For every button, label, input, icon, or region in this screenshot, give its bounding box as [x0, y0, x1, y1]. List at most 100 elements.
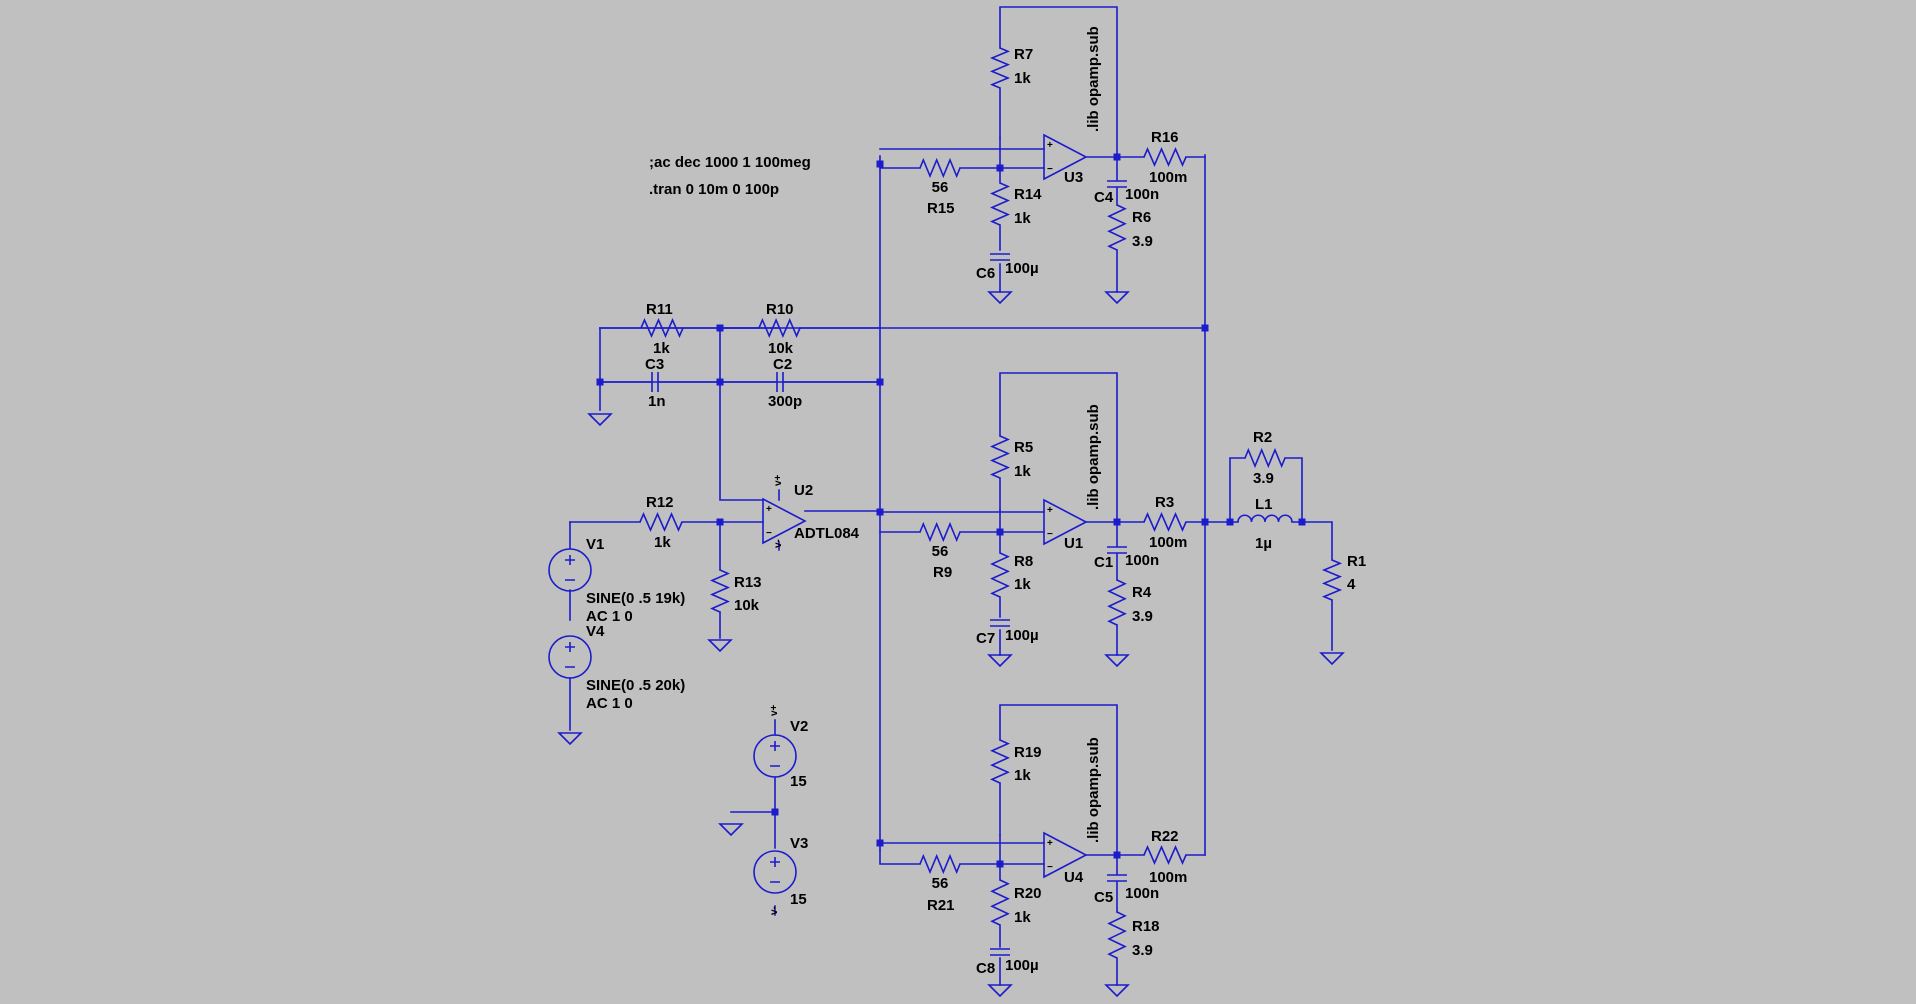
- value-r7: 1k: [1014, 70, 1031, 87]
- resistor-r22[interactable]: [1143, 845, 1187, 865]
- label-v3: V3: [790, 835, 808, 852]
- junction-dot: [876, 508, 884, 516]
- capacitor-c5[interactable]: [1107, 874, 1127, 882]
- net-vminus-u2: v-: [773, 539, 784, 548]
- label-c1: C1: [1094, 554, 1113, 571]
- capacitor-c7[interactable]: [990, 619, 1010, 627]
- opamp-plus-pin: +: [766, 504, 772, 515]
- opamp-minus-pin: −: [1047, 164, 1053, 175]
- opamp-u2-model: ADTL084: [794, 525, 860, 542]
- resistor-r14[interactable]: [990, 182, 1010, 226]
- label-r16: R16: [1151, 129, 1179, 146]
- resistor-r5[interactable]: [990, 435, 1010, 479]
- label-r15: R15: [927, 200, 955, 217]
- opamp-u2[interactable]: +−: [762, 497, 807, 545]
- lib-directive-u1: .lib opamp.sub: [1085, 404, 1102, 510]
- net-vplus-u2: v+: [773, 474, 784, 486]
- ground-c3: [587, 413, 613, 427]
- label-r8: R8: [1014, 553, 1033, 570]
- value-r13: 10k: [734, 597, 760, 614]
- capacitor-c4[interactable]: [1107, 180, 1127, 188]
- junction-dot: [716, 324, 724, 332]
- label-r18: R18: [1132, 918, 1160, 935]
- resistor-r20[interactable]: [990, 879, 1010, 926]
- resistor-r7[interactable]: [989, 47, 1011, 89]
- label-r7: R7: [1014, 46, 1033, 63]
- ac-v4: AC 1 0: [586, 695, 633, 712]
- label-r9: R9: [933, 564, 952, 581]
- capacitor-c6[interactable]: [990, 253, 1010, 261]
- opamp-u3[interactable]: +−: [1043, 133, 1088, 181]
- lib-directive-u3: .lib opamp.sub: [1085, 26, 1102, 132]
- capacitor-c3[interactable]: [651, 372, 659, 392]
- resistor-r15[interactable]: [919, 157, 961, 179]
- voltage-source-v1[interactable]: [548, 548, 592, 592]
- capacitor-c8[interactable]: [990, 948, 1010, 956]
- resistor-r16[interactable]: [1143, 147, 1187, 167]
- value-r4: 3.9: [1132, 608, 1153, 625]
- opamp-u4[interactable]: +−: [1043, 831, 1088, 879]
- resistor-r21[interactable]: [919, 853, 961, 875]
- junction-dot: [596, 378, 604, 386]
- resistor-r19[interactable]: [990, 739, 1010, 784]
- label-r6: R6: [1132, 209, 1151, 226]
- net-vminus-v3: v-: [769, 906, 780, 915]
- inductor-l1[interactable]: [1237, 514, 1293, 523]
- opamp-plus-pin: +: [1047, 505, 1053, 516]
- value-r10: 10k: [768, 340, 794, 357]
- label-r3: R3: [1155, 494, 1174, 511]
- value-r14: 1k: [1014, 210, 1031, 227]
- resistor-r12[interactable]: [639, 512, 683, 532]
- junction-dot: [1113, 153, 1121, 161]
- label-r2: R2: [1253, 429, 1272, 446]
- opamp-u1[interactable]: +−: [1043, 498, 1088, 546]
- value-c5: 100n: [1125, 885, 1159, 902]
- ac-v1: AC 1 0: [586, 608, 633, 625]
- ground-r13: [707, 639, 733, 653]
- resistor-r9[interactable]: [919, 521, 961, 543]
- label-v4: V4: [586, 623, 605, 640]
- junction-dot: [876, 378, 884, 386]
- voltage-source-v4[interactable]: [548, 635, 592, 679]
- resistor-r8[interactable]: [990, 552, 1010, 598]
- value-v4: SINE(0 .5 20k): [586, 677, 685, 694]
- resistor-r2[interactable]: [1244, 447, 1286, 469]
- resistor-r10[interactable]: [758, 317, 801, 339]
- resistor-r18[interactable]: [1107, 911, 1127, 959]
- resistor-r13[interactable]: [710, 569, 730, 613]
- value-c6: 100µ: [1005, 260, 1039, 277]
- opamp-minus-pin: −: [1047, 529, 1053, 540]
- junction-dot: [996, 164, 1004, 172]
- junction-dot: [876, 160, 884, 168]
- label-r14: R14: [1014, 186, 1042, 203]
- value-r19: 1k: [1014, 767, 1031, 784]
- resistor-r6[interactable]: [1107, 204, 1127, 251]
- value-r15: 56: [932, 179, 949, 196]
- junction-dot: [716, 518, 724, 526]
- label-c3: C3: [645, 356, 664, 373]
- label-u4: U4: [1064, 869, 1084, 886]
- junction-dot: [996, 860, 1004, 868]
- resistor-r1[interactable]: [1321, 559, 1343, 601]
- capacitor-c2[interactable]: [776, 372, 784, 392]
- junction-dot: [1113, 851, 1121, 859]
- ground-c8: [987, 984, 1013, 998]
- label-c2: C2: [773, 356, 792, 373]
- ground-r4: [1104, 654, 1130, 668]
- junction-dot: [1298, 518, 1306, 526]
- value-r8: 1k: [1014, 576, 1031, 593]
- resistor-r4[interactable]: [1107, 579, 1127, 626]
- capacitor-c1[interactable]: [1107, 546, 1127, 554]
- label-l1: L1: [1255, 496, 1273, 513]
- voltage-source-v3[interactable]: [753, 850, 797, 894]
- resistor-r11[interactable]: [640, 318, 684, 338]
- resistor-r3[interactable]: [1143, 512, 1187, 532]
- voltage-source-v2[interactable]: [753, 734, 797, 778]
- value-l1: 1µ: [1255, 535, 1272, 552]
- label-c6: C6: [976, 265, 995, 282]
- value-v3: 15: [790, 891, 807, 908]
- value-r1: 4: [1347, 576, 1356, 593]
- label-r4: R4: [1132, 584, 1152, 601]
- junction-dot: [876, 839, 884, 847]
